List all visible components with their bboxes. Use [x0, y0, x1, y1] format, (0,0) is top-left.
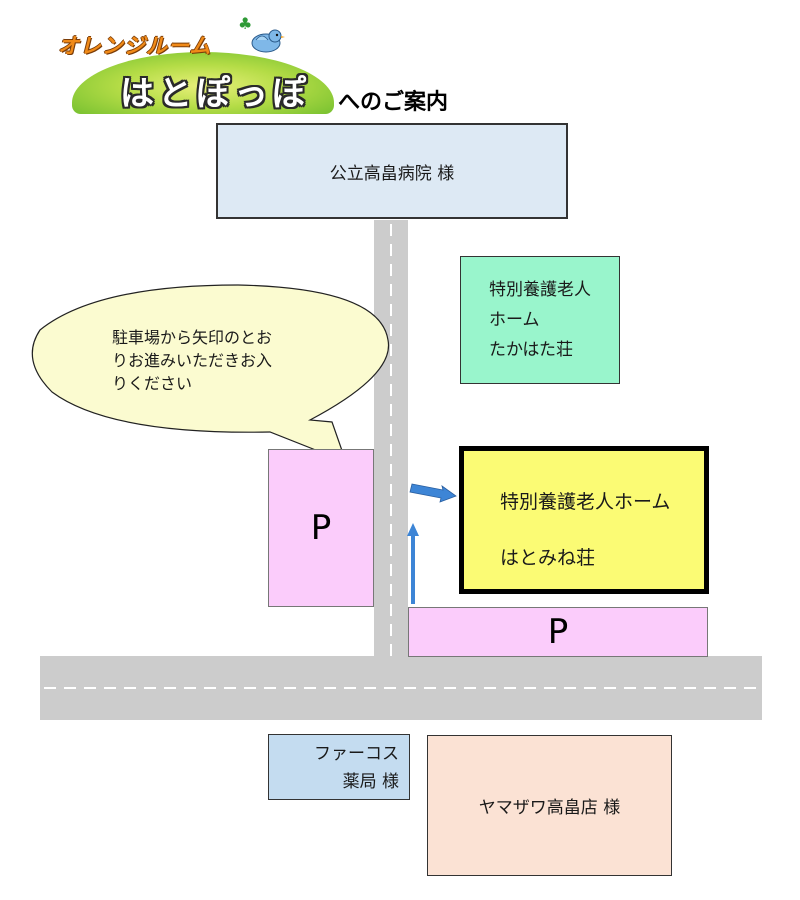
arrow-right-icon — [409, 483, 457, 503]
hatomine-label-line1: 特別養護老人ホーム — [500, 491, 671, 513]
parking-left-label: P — [310, 508, 332, 548]
horizontal-road — [40, 656, 762, 720]
bubble-line2: りお進みいただきお入 — [112, 351, 273, 370]
hospital-label: 公立高畠病院 様 — [329, 163, 455, 184]
parking-bottom: P — [408, 607, 708, 657]
hatomine-building: 特別養護老人ホーム はとみね荘 — [459, 446, 709, 594]
arrow-up-icon — [407, 523, 419, 604]
speech-bubble — [31, 284, 390, 464]
clover-icon: ♣ — [238, 14, 253, 33]
takahata-label-line2: ホーム — [489, 310, 540, 330]
pharmacy-label-line2: 薬局 様 — [342, 772, 399, 792]
bubble-line1: 駐車場から矢印のとお — [112, 328, 273, 347]
logo-line1: オレンジルーム — [58, 34, 212, 58]
logo-line2: はとぽっぽ — [120, 74, 310, 114]
parking-left: P — [268, 449, 374, 607]
yamazawa-building: ヤマザワ高畠店 様 — [427, 735, 672, 876]
hospital-building: 公立高畠病院 様 — [216, 123, 568, 219]
takahata-label-line1: 特別養護老人 — [489, 280, 591, 300]
takahata-building: 特別養護老人 ホーム たかはた荘 — [460, 256, 620, 384]
bird-icon — [251, 29, 285, 53]
parking-bottom-label: P — [547, 612, 569, 652]
hatomine-label-line2: はとみね荘 — [500, 547, 596, 569]
takahata-label-line3: たかはた荘 — [489, 340, 573, 360]
page-subtitle: へのご案内 — [338, 90, 449, 115]
bubble-text: 駐車場から矢印のとお りお進みいただきお入 りください — [112, 326, 352, 395]
yamazawa-label: ヤマザワ高畠店 様 — [478, 798, 621, 818]
bubble-line3: りください — [112, 374, 193, 393]
pharmacy-label-line1: ファーコス — [314, 744, 399, 764]
pharmacy-building: ファーコス 薬局 様 — [268, 734, 410, 800]
